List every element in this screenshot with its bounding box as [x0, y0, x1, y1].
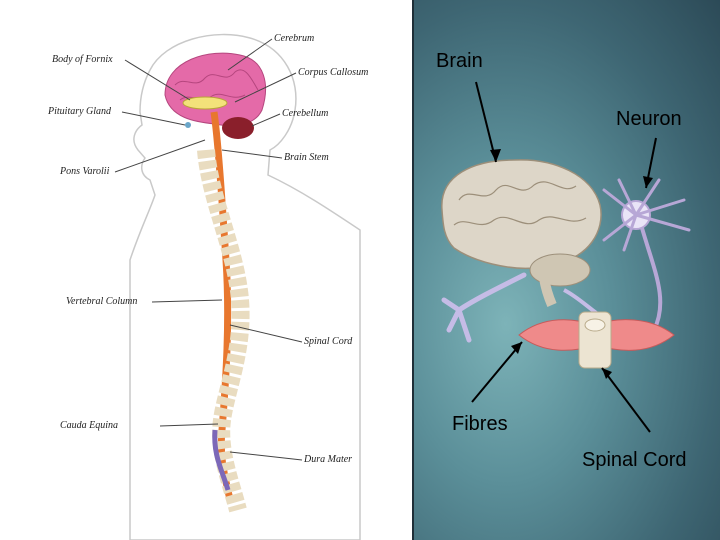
brain-gyri	[453, 181, 587, 226]
label-spinal-cord-right: Spinal Cord	[582, 449, 687, 471]
dura-mater	[212, 429, 231, 491]
label-cerebrum: Cerebrum	[274, 33, 315, 44]
anatomy-illustration	[114, 33, 361, 540]
label-pons-varolii: Pons Varolii	[60, 166, 110, 177]
label-pituitary-gland: Pituitary Gland	[48, 106, 112, 117]
brain-cerebellum	[529, 253, 591, 287]
label-spinal-cord-left: Spinal Cord	[304, 336, 353, 347]
label-fibres: Fibres	[452, 413, 508, 435]
label-cerebellum: Cerebellum	[282, 108, 329, 119]
pituitary-gland	[185, 122, 191, 128]
nerve-fibre-left	[441, 272, 527, 343]
leader-lines	[114, 38, 303, 461]
corpus-callosum	[182, 96, 228, 110]
pointer-arrows	[471, 81, 657, 433]
brain-folds	[174, 69, 259, 101]
label-vertebral-column: Vertebral Column	[66, 296, 138, 307]
vertebral-column	[197, 149, 250, 513]
nervous-system-panel: Brain Neuron Fibres Spinal Cord	[414, 0, 720, 540]
label-body-of-fornix: Body of Fornix	[52, 54, 113, 65]
brain-drawing	[441, 159, 602, 270]
neuron-axon	[640, 227, 663, 331]
arrowheads	[490, 149, 653, 379]
anatomy-panel: Body of Fornix Pituitary Gland Pons Varo…	[0, 0, 414, 540]
nervous-system-illustration	[441, 81, 691, 433]
label-cauda-equina: Cauda Equina	[60, 420, 119, 431]
spinal-cord-grey-matter	[584, 318, 606, 332]
neuron-dendrites	[602, 178, 691, 252]
label-brain-stem: Brain Stem	[284, 152, 329, 163]
label-dura-mater: Dura Mater	[304, 454, 353, 465]
cerebellum	[222, 117, 254, 139]
label-corpus-callosum: Corpus Callosum	[298, 67, 369, 78]
label-brain: Brain	[436, 50, 483, 72]
brain-stem-drawing	[539, 277, 557, 307]
body-silhouette	[129, 33, 361, 540]
label-neuron: Neuron	[616, 108, 682, 130]
